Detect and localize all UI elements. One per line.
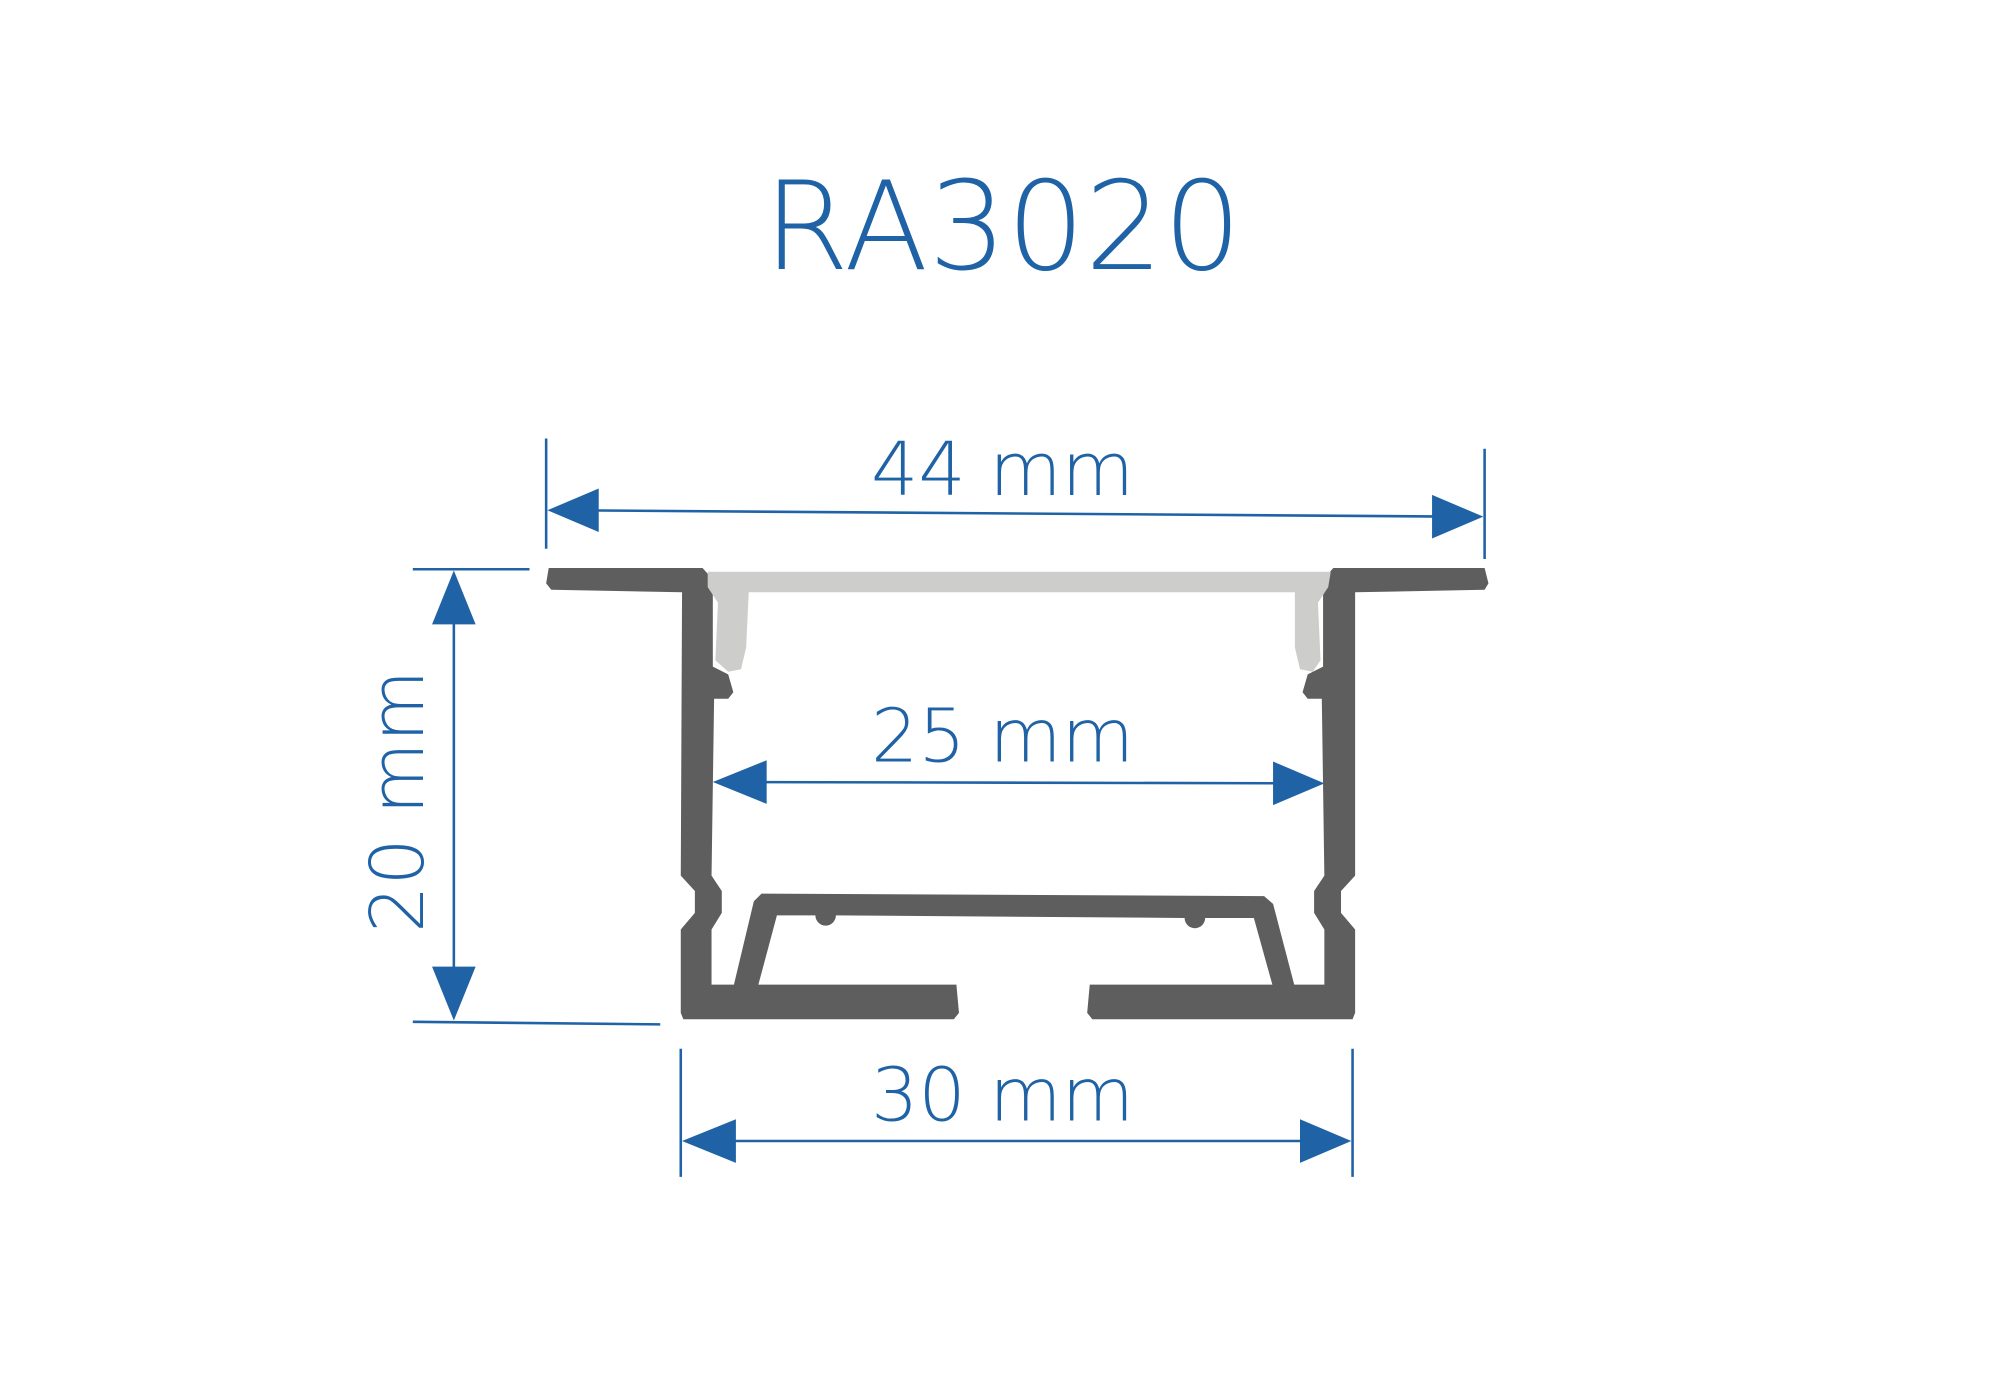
inner-insert: [733, 893, 1295, 988]
arrow-left-icon: [712, 760, 767, 804]
base-width-dimension: 30 mm: [679, 1048, 1354, 1177]
overall-width-dimension: 44 mm: [544, 426, 1486, 559]
diffuser-cover: [707, 571, 1331, 672]
arrow-right-icon: [1273, 761, 1325, 806]
arrow-right-icon: [1432, 494, 1484, 539]
height-label: 20 mm: [354, 670, 441, 933]
arrow-left-icon: [682, 1119, 736, 1163]
arrow-up-icon: [432, 570, 476, 625]
inner-width-label: 25 mm: [871, 693, 1134, 780]
base-width-label: 30 mm: [871, 1052, 1134, 1139]
arrow-down-icon: [432, 966, 476, 1021]
overall-width-label: 44 mm: [871, 426, 1134, 513]
inner-width-dimension: 25 mm: [712, 693, 1325, 806]
height-dimension: 20 mm: [354, 567, 661, 1026]
product-title: RA3020: [764, 156, 1242, 299]
arrow-left-icon: [547, 488, 599, 533]
aluminium-profile: [546, 567, 1489, 1020]
arrow-right-icon: [1300, 1119, 1352, 1163]
